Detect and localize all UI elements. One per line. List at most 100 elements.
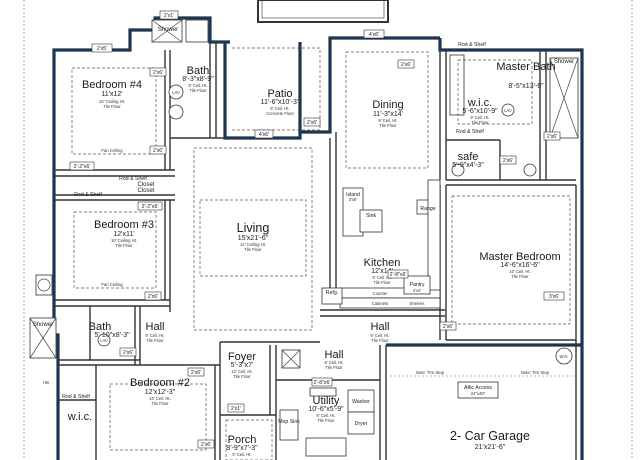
svg-text:Tile Floor: Tile Floor <box>325 365 343 370</box>
master-bath-name: Master Bath <box>496 61 555 73</box>
svg-text:3'x6': 3'x6' <box>549 294 559 300</box>
opening-tags: 2'x1' 2'x5' 2'x6' 2'x6' 4'x6' 4'x6' 2'x6… <box>69 10 565 449</box>
utility-fixtures <box>35 274 573 457</box>
washer-label: Washer <box>352 399 370 405</box>
svg-text:Tile Floor: Tile Floor <box>115 243 133 248</box>
svg-text:10' Ceil. Ht.: 10' Ceil. Ht. <box>509 269 531 274</box>
svg-text:Shower: Shower <box>554 59 574 65</box>
svg-text:11'-3"x14': 11'-3"x14' <box>373 111 403 118</box>
kitchen-counters <box>321 179 441 309</box>
svg-text:2'-2"x6': 2'-2"x6' <box>142 204 159 210</box>
patio-name: Patio <box>267 88 292 100</box>
svg-text:Tile Floor: Tile Floor <box>151 401 169 406</box>
svg-text:9' Ceil. Ht.: 9' Ceil. Ht. <box>470 115 489 120</box>
svg-text:Concrete Floor: Concrete Floor <box>266 111 294 116</box>
svg-text:12' Ceil. Ht.: 12' Ceil. Ht. <box>231 369 253 374</box>
pantry-label: Pantry <box>410 282 425 288</box>
svg-text:2'x6': 2'x6' <box>547 134 557 140</box>
svg-text:2'x6': 2'x6' <box>153 148 163 154</box>
range-label: Range <box>420 206 435 212</box>
interior-walls <box>54 42 582 460</box>
svg-text:15'x21'-6": 15'x21'-6" <box>238 235 269 242</box>
svg-text:2'-8"x6': 2'-8"x6' <box>314 380 331 386</box>
svg-text:Closet: Closet <box>137 188 154 194</box>
svg-text:Counter: Counter <box>373 291 389 296</box>
svg-text:14'-6"x16'-6": 14'-6"x16'-6" <box>500 262 540 269</box>
svg-text:9' Ceil. Ht.: 9' Ceil. Ht. <box>232 452 251 457</box>
svg-text:5'-3"x7': 5'-3"x7' <box>231 362 254 369</box>
svg-text:Tile Floor: Tile Floor <box>379 123 397 128</box>
svg-text:HB: HB <box>43 380 49 385</box>
dryer-label: Dryer <box>355 421 368 427</box>
svg-text:12' Ceiling Ht.: 12' Ceiling Ht. <box>240 242 266 247</box>
svg-text:Note: Tire Stop: Note: Tire Stop <box>521 370 550 375</box>
svg-text:2'x6': 2'x6' <box>123 350 133 356</box>
svg-text:LAV: LAV <box>504 108 512 113</box>
ceiling-outlines <box>71 47 571 460</box>
svg-text:2'x6': 2'x6' <box>148 294 158 300</box>
kitchen-name: Kitchen <box>364 257 401 269</box>
svg-text:2'x6': 2'x6' <box>307 120 317 126</box>
svg-text:4'x4': 4'x4' <box>413 288 422 293</box>
svg-text:Tile Floor: Tile Floor <box>471 120 489 125</box>
svg-text:Rod & Shelf: Rod & Shelf <box>119 176 147 182</box>
svg-text:9' Ceil. Ht.: 9' Ceil. Ht. <box>316 413 335 418</box>
svg-text:11'-6"x10'-3": 11'-6"x10'-3" <box>261 99 300 106</box>
svg-text:2'x6': 2'x6' <box>201 442 211 448</box>
svg-text:9' Ceil. Ht.: 9' Ceil. Ht. <box>270 106 289 111</box>
svg-text:Shelves: Shelves <box>410 301 425 306</box>
bath2-name: Bath <box>89 321 112 333</box>
svg-text:LAV: LAV <box>172 90 180 95</box>
svg-text:2'x1': 2'x1' <box>164 13 174 19</box>
refg-label: Refg. <box>326 290 338 296</box>
porch-name: Porch <box>228 434 257 446</box>
hall3-name: Hall <box>325 349 344 361</box>
svg-text:10' Ceiling Ht.: 10' Ceiling Ht. <box>99 99 125 104</box>
svg-text:LAV: LAV <box>100 338 108 343</box>
svg-text:12'x14': 12'x14' <box>371 268 393 275</box>
svg-text:Rod & Shelf: Rod & Shelf <box>62 394 90 400</box>
svg-text:9' Ceil. Ht.: 9' Ceil. Ht. <box>188 83 207 88</box>
svg-text:2'x6': 2'x6' <box>503 158 513 164</box>
svg-text:2'x6': 2'x6' <box>191 370 201 376</box>
svg-text:9' Ceil. Ht.: 9' Ceil. Ht. <box>378 118 397 123</box>
wic-small-name: w.i.c. <box>67 411 92 423</box>
svg-text:24"x48": 24"x48" <box>471 391 486 396</box>
svg-text:2'x6': 2'x6' <box>153 70 163 76</box>
svg-text:Tile Floor: Tile Floor <box>146 338 164 343</box>
svg-text:Tile Floor: Tile Floor <box>511 274 529 279</box>
master-bedroom-name: Master Bedroom <box>479 251 560 263</box>
utility-name: Utility <box>313 395 340 407</box>
svg-text:9' Ceil. Ht.: 9' Ceil. Ht. <box>370 333 389 338</box>
svg-text:Tile Floor: Tile Floor <box>373 280 391 285</box>
svg-text:8'-3"x8'-9": 8'-3"x8'-9" <box>182 76 214 83</box>
bedroom2-name: Bedroom #2 <box>130 377 190 389</box>
svg-text:Tile Floor: Tile Floor <box>103 104 121 109</box>
shower-label: Shower <box>158 27 178 33</box>
mop-sink-label: Mop Sink <box>278 419 300 425</box>
lav-fixtures <box>97 84 537 347</box>
svg-text:Tile Floor: Tile Floor <box>371 338 389 343</box>
svg-text:Fan Ceiling: Fan Ceiling <box>101 282 123 287</box>
svg-text:Shower: Shower <box>33 322 53 328</box>
hall2-name: Hall <box>371 321 390 333</box>
svg-text:9' Ceil. Ht.: 9' Ceil. Ht. <box>324 360 343 365</box>
garage-name: 2- Car Garage <box>450 429 530 443</box>
safe-name: safe <box>458 151 479 163</box>
bedroom4-name: Bedroom #4 <box>82 79 142 91</box>
svg-text:10' Ceiling Ht.: 10' Ceiling Ht. <box>111 238 137 243</box>
svg-text:2'x6': 2'x6' <box>443 324 453 330</box>
svg-text:5'-9"x4'-3": 5'-9"x4'-3" <box>452 162 484 169</box>
svg-text:Rod & Shelf: Rod & Shelf <box>456 129 484 135</box>
svg-text:2'x6': 2'x6' <box>401 62 411 68</box>
shower-fixtures <box>29 19 579 369</box>
water-heater-label: W.H. <box>559 354 568 359</box>
svg-text:2'-8"x6': 2'-8"x6' <box>390 272 407 278</box>
dining-name: Dining <box>372 99 403 111</box>
svg-text:9' Ceil. Ht.: 9' Ceil. Ht. <box>145 333 164 338</box>
svg-text:10' Ceil. Ht.: 10' Ceil. Ht. <box>149 396 171 401</box>
svg-text:Tile Floor: Tile Floor <box>233 374 251 379</box>
svg-text:8'-5"x13'-6": 8'-5"x13'-6" <box>508 83 544 90</box>
tire-stop-note: Note: Tire Stop <box>416 370 445 375</box>
sink-label: Sink <box>366 213 376 219</box>
